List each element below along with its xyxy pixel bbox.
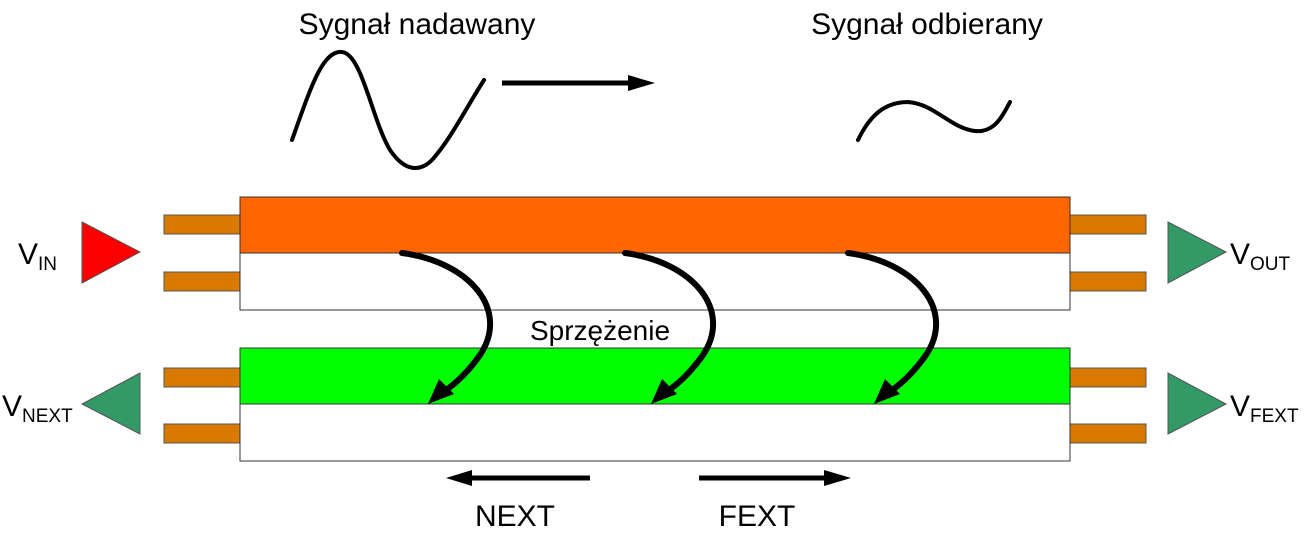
pin-left-1 bbox=[163, 214, 241, 235]
coupling-arrowhead-icon-1 bbox=[428, 379, 454, 404]
pin-right-4 bbox=[1069, 423, 1147, 444]
transmitted-signal-label: Sygnał nadawany bbox=[299, 8, 536, 41]
pin-left-4 bbox=[163, 423, 241, 444]
vnext-triangle-icon bbox=[80, 372, 141, 435]
coupling-label: Sprzężenie bbox=[530, 315, 670, 346]
vin-label: VIN bbox=[18, 238, 57, 275]
vfext-label: VFEXT bbox=[1230, 390, 1299, 427]
fext-label: FEXT bbox=[719, 500, 796, 533]
received-wave-icon bbox=[856, 99, 1012, 142]
vin-triangle-icon bbox=[81, 221, 142, 284]
pin-left-3 bbox=[163, 367, 241, 388]
fext-arrow-icon bbox=[699, 470, 851, 486]
transmitted-wave-icon bbox=[290, 50, 486, 170]
coupling-arrowhead-icon-2 bbox=[651, 379, 677, 404]
coupling-arrow-icon-2 bbox=[622, 250, 717, 397]
coupling-arrowhead-icon-3 bbox=[874, 379, 900, 404]
victim-conductor bbox=[239, 347, 1071, 405]
next-arrow-icon bbox=[446, 470, 590, 486]
coupling-arrow-icon-3 bbox=[845, 250, 940, 397]
vfext-triangle-icon bbox=[1167, 372, 1228, 435]
vout-triangle-icon bbox=[1167, 221, 1228, 284]
propagation-arrow-icon bbox=[502, 75, 655, 91]
pin-left-2 bbox=[163, 271, 241, 292]
aggressor-conductor bbox=[239, 196, 1071, 254]
victim-return bbox=[239, 403, 1071, 462]
pin-right-1 bbox=[1069, 214, 1147, 235]
pin-right-3 bbox=[1069, 367, 1147, 388]
vout-label: VOUT bbox=[1230, 238, 1291, 275]
received-signal-label: Sygnał odbierany bbox=[811, 8, 1043, 41]
next-label: NEXT bbox=[475, 500, 555, 533]
coupling-arrow-icon-1 bbox=[399, 250, 494, 397]
vnext-label: VNEXT bbox=[2, 390, 73, 427]
pin-right-2 bbox=[1069, 271, 1147, 292]
